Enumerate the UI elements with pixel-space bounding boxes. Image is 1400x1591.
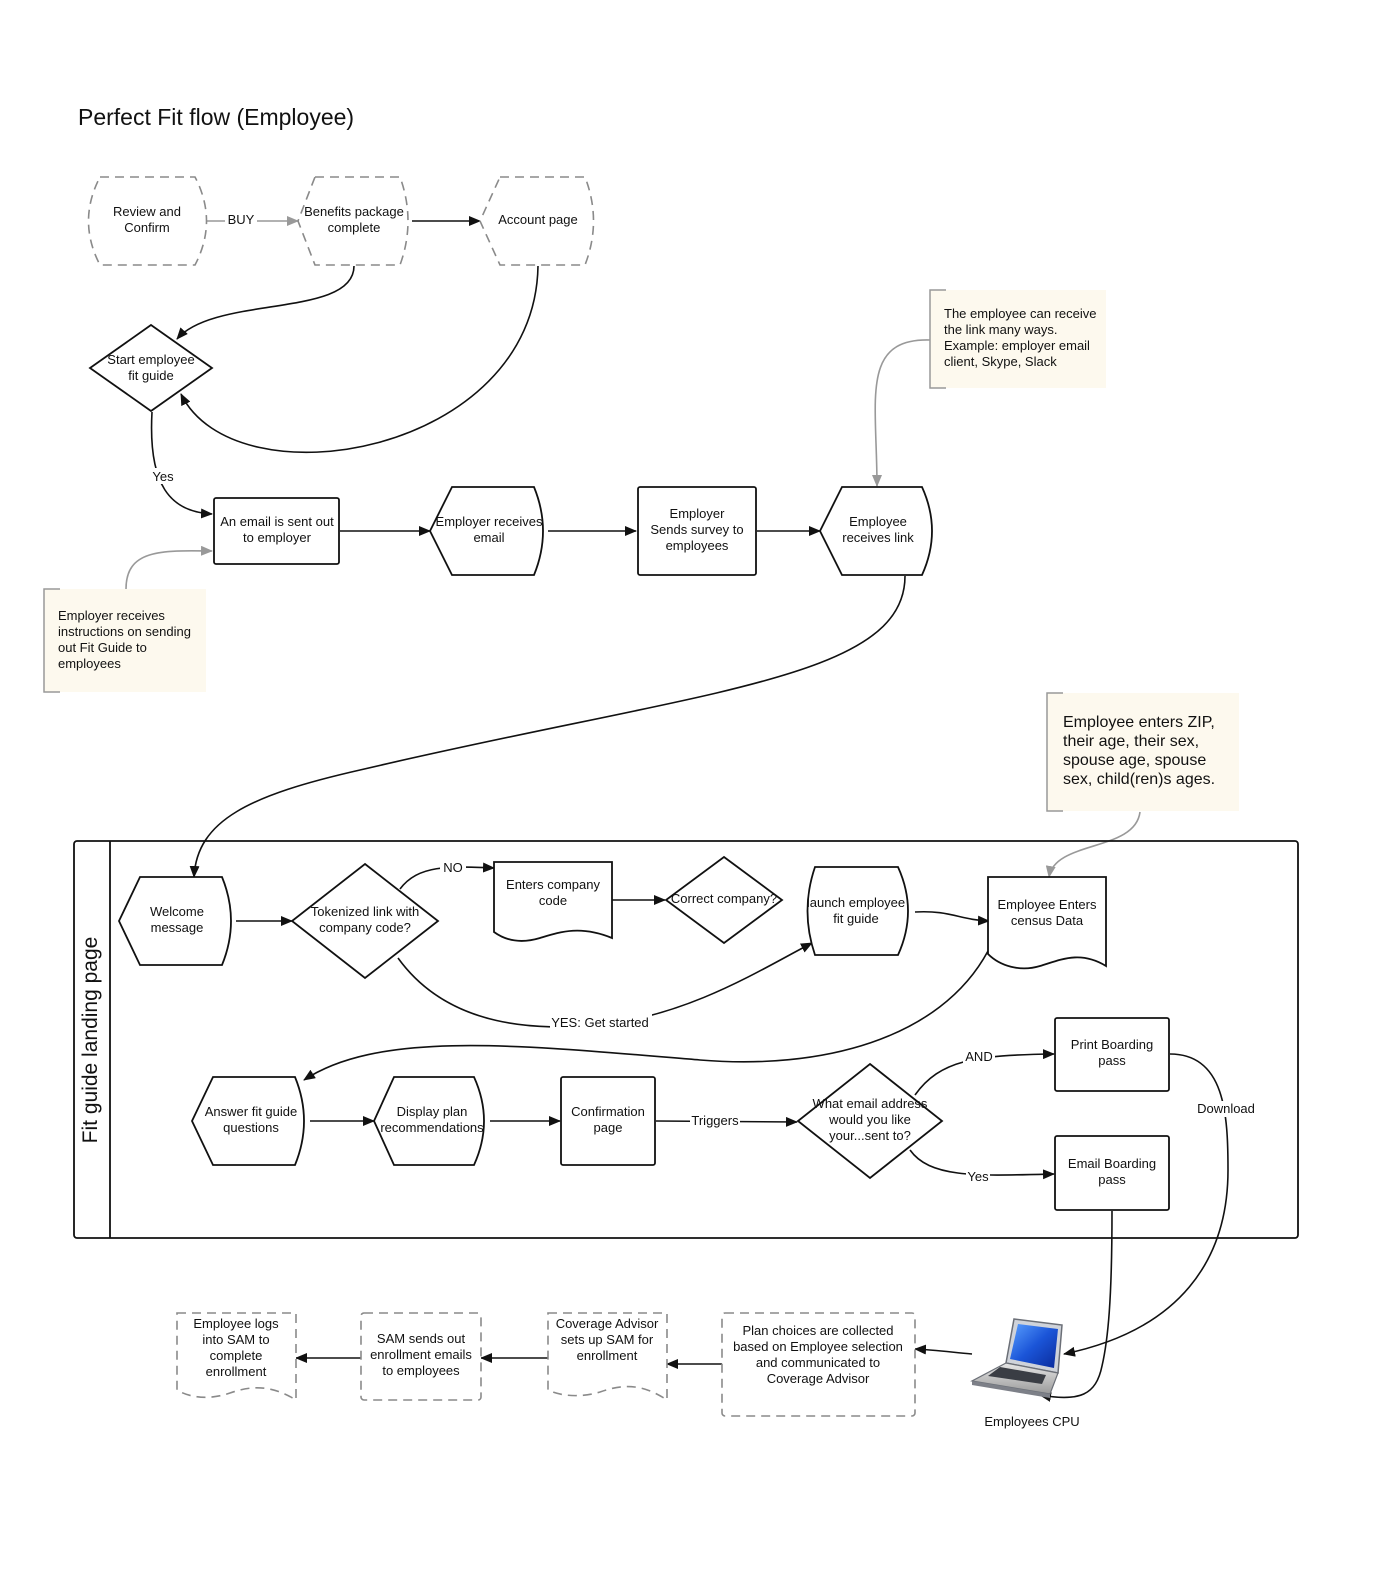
swimlane-fit-guide: Fit guide landing page xyxy=(73,840,1299,1239)
edges: BUY Yes NO YES: Get started xyxy=(125,211,1258,1402)
svg-text:Correct company?: Correct company? xyxy=(671,891,777,906)
edge-label-triggers: Triggers xyxy=(691,1113,739,1128)
diagram-title: Perfect Fit flow (Employee) xyxy=(78,104,354,130)
swimlane-label: Fit guide landing page xyxy=(79,937,102,1144)
edge-label-yes-email: Yes xyxy=(967,1169,989,1184)
edge-note-email xyxy=(125,545,213,590)
edge-account-start xyxy=(180,265,539,454)
edge-print-cpu xyxy=(1063,1053,1229,1357)
edge-label-no: NO xyxy=(443,860,463,875)
edge-note-link xyxy=(871,339,931,487)
edge-email-emailpass xyxy=(909,1149,1055,1180)
edge-note-census xyxy=(1045,811,1141,878)
edge-census-answer xyxy=(303,950,989,1081)
edge-start-email xyxy=(150,411,213,519)
edge-tokenized-code xyxy=(399,862,495,890)
edge-label-buy: BUY xyxy=(228,212,255,227)
edge-cpu-plan xyxy=(914,1344,973,1355)
node-cpu-label: Employees CPU xyxy=(984,1414,1079,1429)
laptop-icon xyxy=(970,1318,1063,1398)
svg-text:Account page: Account page xyxy=(498,212,578,227)
edge-label-and: AND xyxy=(965,1049,992,1064)
edge-label-yes-start: Yes xyxy=(152,469,174,484)
edge-launch-census xyxy=(914,910,990,926)
edge-label-download: Download xyxy=(1197,1101,1255,1116)
edge-link-welcome xyxy=(189,575,906,878)
node-correct-company: Correct company? xyxy=(664,855,784,945)
edge-label-yes-get-started: YES: Get started xyxy=(551,1015,649,1030)
edge-emailpass-cpu xyxy=(1039,1210,1113,1402)
note-census-info: Employee enters ZIP,their age, their sex… xyxy=(1046,692,1239,812)
node-account-page: Account page xyxy=(479,176,595,266)
svg-text:Employee enters ZIP,their age,: Employee enters ZIP,their age, their sex… xyxy=(1063,714,1215,788)
edge-benefits-start xyxy=(176,265,355,340)
